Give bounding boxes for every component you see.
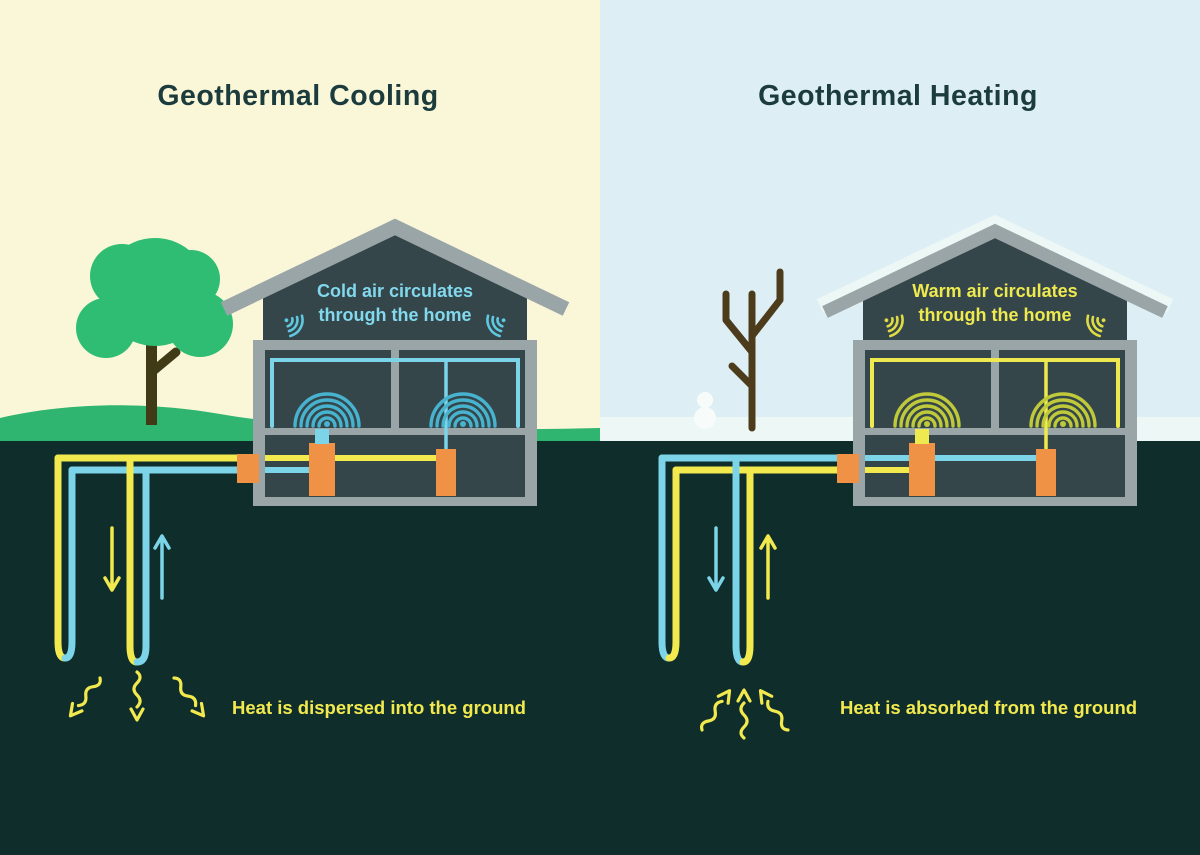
cool-air-loop (270, 358, 520, 428)
wall-connector (237, 454, 259, 483)
heat-pump (309, 443, 335, 496)
right-wall (1125, 340, 1137, 505)
heat-pump-cap (315, 429, 329, 444)
roof (822, 223, 1168, 318)
heat-pump (909, 443, 935, 496)
tree-branch (728, 362, 756, 390)
borehole1-up-leg (61, 466, 76, 662)
borehole1-up-leg (665, 466, 680, 662)
roof-snow (816, 214, 1174, 313)
house-gable (863, 238, 1127, 342)
heating-ground-label: Heat is absorbed from the ground (840, 697, 1137, 718)
floor-divider-lower (263, 428, 527, 435)
cooling-title: Geothermal Cooling (157, 80, 438, 112)
borehole2-up-leg (739, 466, 754, 666)
house-gable (263, 234, 527, 342)
warm-air-loop (870, 358, 1120, 428)
cooling-house: Cold air circulates through the home (220, 218, 570, 506)
foundation (253, 497, 537, 506)
foundation (853, 497, 1137, 506)
heat-pump-cap (915, 429, 929, 444)
tree-trunk (146, 335, 157, 425)
wall-connector (837, 454, 859, 483)
floor-divider-upper (253, 340, 537, 350)
heating-title: Geothermal Heating (758, 80, 1038, 112)
floor-divider-upper (853, 340, 1137, 350)
floor-divider-lower (863, 428, 1127, 435)
ground (0, 441, 1200, 855)
cooling-ground-label: Heat is dispersed into the ground (232, 697, 526, 718)
cooling-house-label-line2: through the home (319, 305, 472, 325)
winter-tree (722, 268, 784, 432)
room-divider (991, 350, 999, 428)
water-heater (436, 449, 456, 496)
heating-scene: Geothermal Heating (658, 80, 1174, 740)
roof (220, 218, 570, 316)
heating-house-label-line1: Warm air circulates (912, 281, 1077, 301)
right-wall (525, 340, 537, 505)
room-divider (391, 350, 399, 428)
tree-branch (748, 268, 784, 340)
borehole2-up-leg (133, 466, 150, 666)
snowman (694, 392, 716, 429)
summer-tree (76, 238, 233, 425)
tree-branch (722, 290, 756, 356)
tree-foliage (76, 238, 233, 358)
cooling-scene: Geothermal Cooling (54, 80, 570, 722)
cooling-house-label-line1: Cold air circulates (317, 281, 473, 301)
water-heater (1036, 449, 1056, 496)
tree-branch (147, 347, 181, 377)
heating-house-label-line2: through the home (919, 305, 1072, 325)
heating-house: Warm air circulates through the home (816, 214, 1174, 506)
